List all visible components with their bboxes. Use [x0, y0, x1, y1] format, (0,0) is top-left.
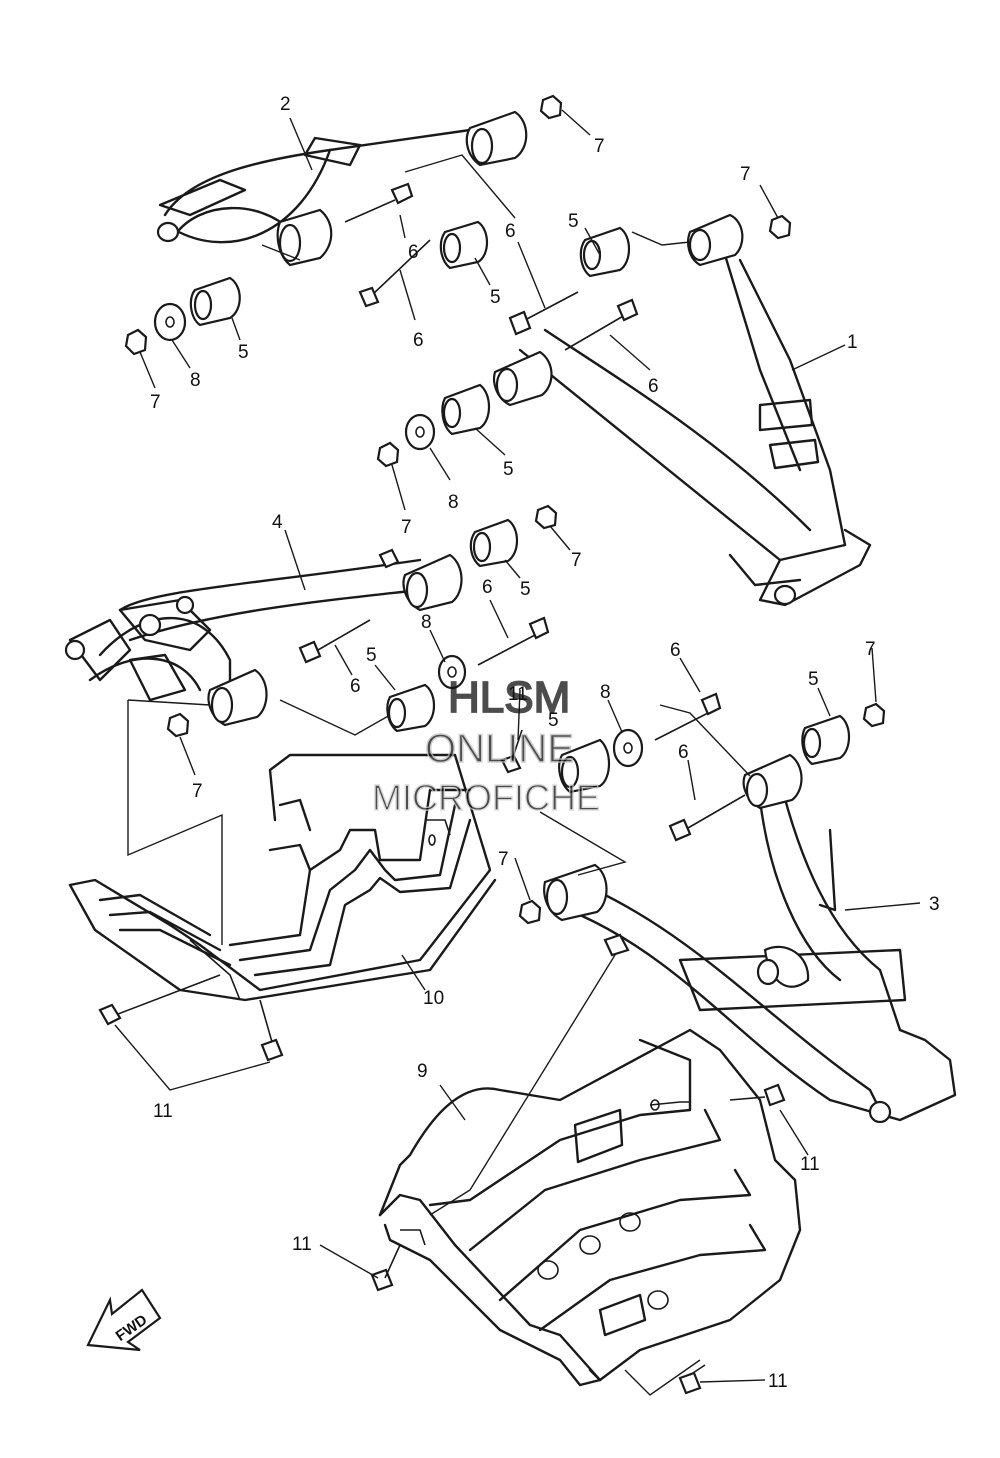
bolt[interactable]: [678, 1364, 706, 1395]
bolt[interactable]: [564, 298, 639, 351]
upper-arm-left[interactable]: [156, 110, 528, 267]
bushing[interactable]: [439, 220, 489, 270]
callout-7: 7: [594, 136, 605, 157]
washer[interactable]: [404, 413, 436, 451]
nut[interactable]: [376, 441, 400, 468]
nut[interactable]: [166, 712, 190, 738]
callout-5: 5: [520, 579, 531, 600]
callout-7: 7: [740, 164, 751, 185]
callout-labels: 2 7 6 5 5 8 7 6 7 5 6 6 1 5 8 7 4 7 5 6 …: [150, 94, 940, 1392]
callout-7: 7: [865, 639, 876, 660]
callout-11: 11: [768, 1371, 788, 1392]
callout-5: 5: [808, 669, 819, 690]
callout-7: 7: [401, 517, 412, 538]
bushing[interactable]: [189, 276, 241, 327]
bolt[interactable]: [98, 974, 221, 1026]
washer[interactable]: [437, 654, 467, 690]
callout-6: 6: [648, 376, 659, 397]
callout-8: 8: [190, 370, 201, 391]
callout-4: 4: [272, 512, 283, 533]
callout-11: 11: [800, 1154, 820, 1175]
skid-plate-right[interactable]: [378, 1028, 802, 1387]
callout-6: 6: [670, 640, 681, 661]
callout-7: 7: [192, 781, 203, 802]
callout-7: 7: [150, 392, 161, 413]
callout-5: 5: [238, 342, 249, 363]
callout-1: 1: [847, 332, 858, 353]
bolt[interactable]: [370, 1244, 401, 1292]
callout-8: 8: [421, 612, 432, 633]
watermark-line3: MICROFICHE: [372, 777, 600, 818]
callout-2: 2: [280, 94, 291, 115]
callout-6: 6: [482, 577, 493, 598]
callout-6: 6: [505, 221, 516, 242]
callout-8: 8: [600, 682, 611, 703]
bushing[interactable]: [558, 738, 611, 794]
bolt[interactable]: [508, 291, 579, 336]
callout-7: 7: [498, 849, 509, 870]
callout-10: 10: [423, 988, 444, 1009]
nut[interactable]: [124, 328, 148, 356]
lower-arm-right[interactable]: [543, 753, 957, 1124]
callout-5: 5: [366, 645, 377, 666]
bushing[interactable]: [579, 226, 631, 278]
nut[interactable]: [518, 899, 542, 925]
callout-11: 11: [153, 1101, 173, 1122]
callout-5: 5: [548, 710, 559, 731]
watermark-line2: ONLINE: [425, 727, 574, 771]
washer[interactable]: [612, 728, 644, 768]
watermark: HLSM ONLINE MICROFICHE: [371, 672, 600, 819]
bolt[interactable]: [654, 692, 722, 741]
nut[interactable]: [862, 702, 886, 728]
callout-3: 3: [929, 894, 940, 915]
bolt[interactable]: [477, 616, 550, 666]
bushing[interactable]: [469, 518, 519, 568]
bolt[interactable]: [500, 729, 523, 774]
callout-5: 5: [490, 287, 501, 308]
upper-arm-right[interactable]: [493, 213, 872, 607]
callout-5: 5: [503, 459, 514, 480]
leader-lines: [139, 109, 921, 1383]
callout-6: 6: [408, 242, 419, 263]
nut[interactable]: [539, 94, 563, 120]
watermark-line1: HLSM: [448, 673, 570, 722]
callout-5: 5: [568, 211, 579, 232]
bolt[interactable]: [358, 239, 431, 308]
bolt[interactable]: [668, 794, 746, 842]
callout-11: 11: [508, 684, 528, 705]
callout-6: 6: [678, 742, 689, 763]
callout-8: 8: [448, 492, 459, 513]
nut[interactable]: [534, 504, 558, 530]
fwd-direction-arrow: FWD: [86, 1288, 162, 1352]
bushing[interactable]: [801, 714, 851, 766]
nut[interactable]: [768, 214, 792, 240]
lower-arm-left[interactable]: [64, 548, 463, 727]
bolt[interactable]: [344, 182, 414, 223]
callout-11: 11: [292, 1234, 312, 1255]
skid-plate-left[interactable]: [68, 753, 497, 1002]
callout-9: 9: [417, 1061, 428, 1082]
bolt[interactable]: [259, 999, 284, 1062]
callout-6: 6: [413, 330, 424, 351]
callout-6: 6: [350, 676, 361, 697]
bolt[interactable]: [729, 1083, 786, 1107]
bolt[interactable]: [298, 619, 371, 664]
bushing[interactable]: [441, 383, 491, 436]
callout-7: 7: [571, 550, 582, 571]
washer[interactable]: [153, 302, 187, 342]
bushing[interactable]: [386, 683, 436, 733]
